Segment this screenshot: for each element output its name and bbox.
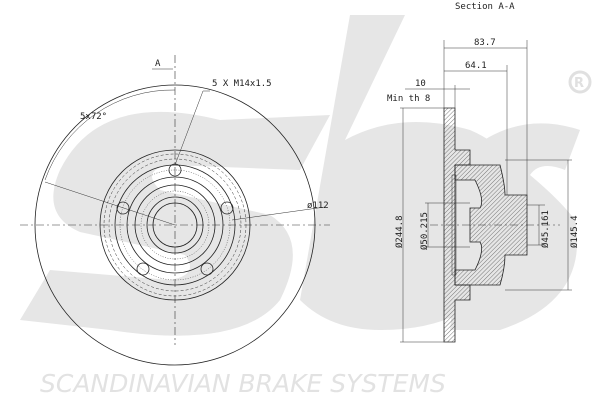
dim-hub-diameter: Ø145.4: [569, 215, 580, 248]
svg-text:R: R: [574, 76, 584, 91]
section-title: Section A-A: [455, 2, 515, 12]
bolt-holes: [116, 163, 234, 276]
dim-overall-height: 83.7: [474, 38, 496, 48]
section-marker-label: A: [155, 59, 161, 69]
disc-section-view: Section A-A 83.7 64.1 10 Min th 8 Ø244.8…: [387, 2, 580, 343]
sbs-watermark-logo: R: [20, 15, 592, 336]
pcd-label: ø112: [307, 201, 329, 211]
bolt-thread-label: 5 X M14x1.5: [212, 79, 272, 89]
dim-center-bore: Ø50.215: [419, 212, 430, 250]
dim-inner-bore: Ø45.161: [540, 210, 551, 248]
disc-front-view: A 5 X M14x1.5 5x72° ø112: [20, 55, 330, 366]
dim-min-thickness: Min th 8: [387, 94, 430, 104]
dim-outer-diameter: Ø244.8: [394, 215, 405, 248]
angle-label: 5x72°: [80, 112, 107, 122]
dim-thickness: 10: [415, 79, 426, 89]
brand-watermark-text: SCANDINAVIAN BRAKE SYSTEMS: [40, 369, 446, 398]
dim-hub-height: 64.1: [465, 61, 487, 71]
